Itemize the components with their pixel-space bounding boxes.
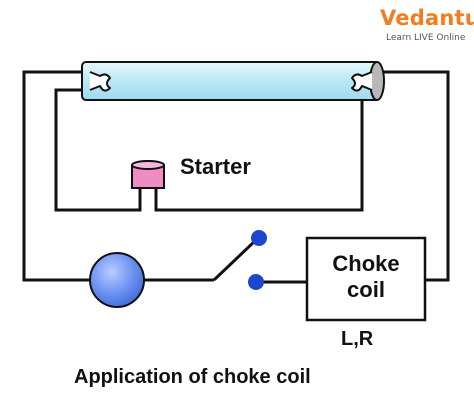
switch-contact-bottom bbox=[248, 274, 264, 290]
choke-label-line1: Choke bbox=[332, 251, 400, 276]
switch-contact-top bbox=[251, 230, 267, 246]
diagram-caption: Application of choke coil bbox=[74, 366, 311, 388]
choke-coil-box bbox=[305, 236, 427, 322]
lr-label: L,R bbox=[341, 328, 374, 350]
choke-coil-label: Choke coil bbox=[307, 251, 425, 303]
right-electrode-icon bbox=[351, 71, 373, 92]
starter-label: Starter bbox=[180, 154, 251, 179]
left-electrode-icon bbox=[89, 71, 111, 92]
wire-left-inner bbox=[54, 88, 142, 212]
brand-tagline: Learn LIVE Online bbox=[386, 33, 466, 43]
switch-lever bbox=[212, 238, 258, 282]
wire-right-outer bbox=[380, 70, 450, 282]
starter-icon bbox=[131, 160, 165, 189]
fluorescent-tube bbox=[81, 61, 385, 101]
wires bbox=[22, 70, 450, 284]
choke-label-line2: coil bbox=[347, 277, 385, 302]
brand-logo: Vedantu Learn LIVE Online bbox=[378, 6, 474, 46]
wire-left-outer bbox=[22, 70, 92, 282]
brand-name: Vedantu bbox=[380, 6, 474, 30]
wire-right-inner bbox=[154, 88, 382, 212]
bulb-icon bbox=[89, 252, 145, 308]
